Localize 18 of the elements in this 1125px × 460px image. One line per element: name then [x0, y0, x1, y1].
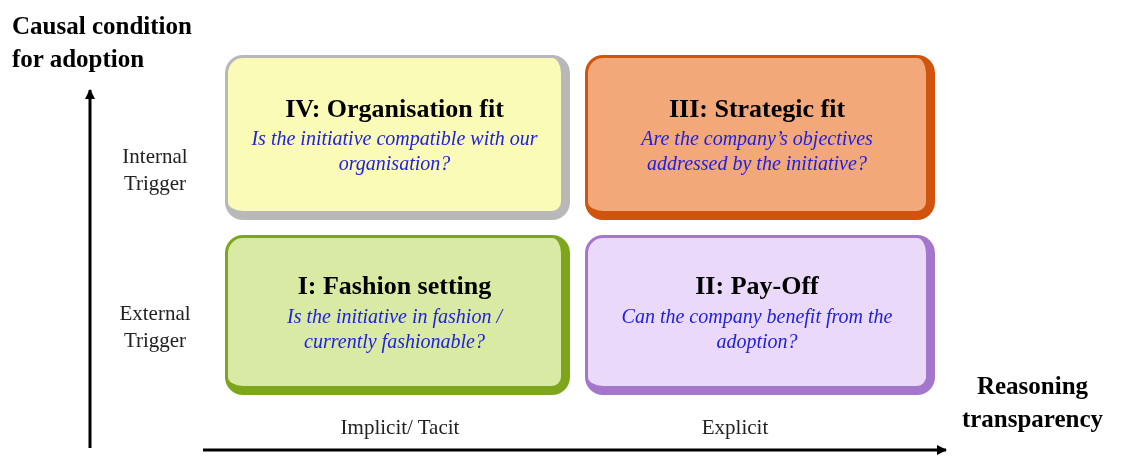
quadrant-question: Is the initiative in fashion / currently fashionable? [286, 303, 505, 354]
column-label: Implicit/ Tacit [339, 414, 461, 441]
axis-title: Reasoning transparency [960, 371, 1105, 434]
quadrant-title: IV: Organisation fit [285, 92, 504, 125]
quadrant-box [225, 55, 570, 220]
quadrant-box [585, 235, 935, 395]
quadrant-question: Are the company’s objectives addressed by the initiative? [639, 126, 874, 177]
row-label: External Trigger [118, 300, 192, 355]
quadrant-title: III: Strategic fit [668, 92, 846, 125]
column-label: Explicit [700, 414, 770, 441]
row-label: Internal Trigger [121, 143, 189, 198]
quadrant-title: II: Pay-Off [695, 270, 819, 302]
quadrant-question: Can the company benefit from the adoption? [620, 303, 894, 354]
quadrant-box [225, 235, 570, 395]
quadrant-box [585, 55, 935, 220]
axis-title: Causal condition for adoption [12, 11, 193, 74]
quadrant-title: I: Fashion setting [297, 270, 492, 302]
quadrant-question: Is the initiative compatible with our organisation? [250, 126, 539, 177]
